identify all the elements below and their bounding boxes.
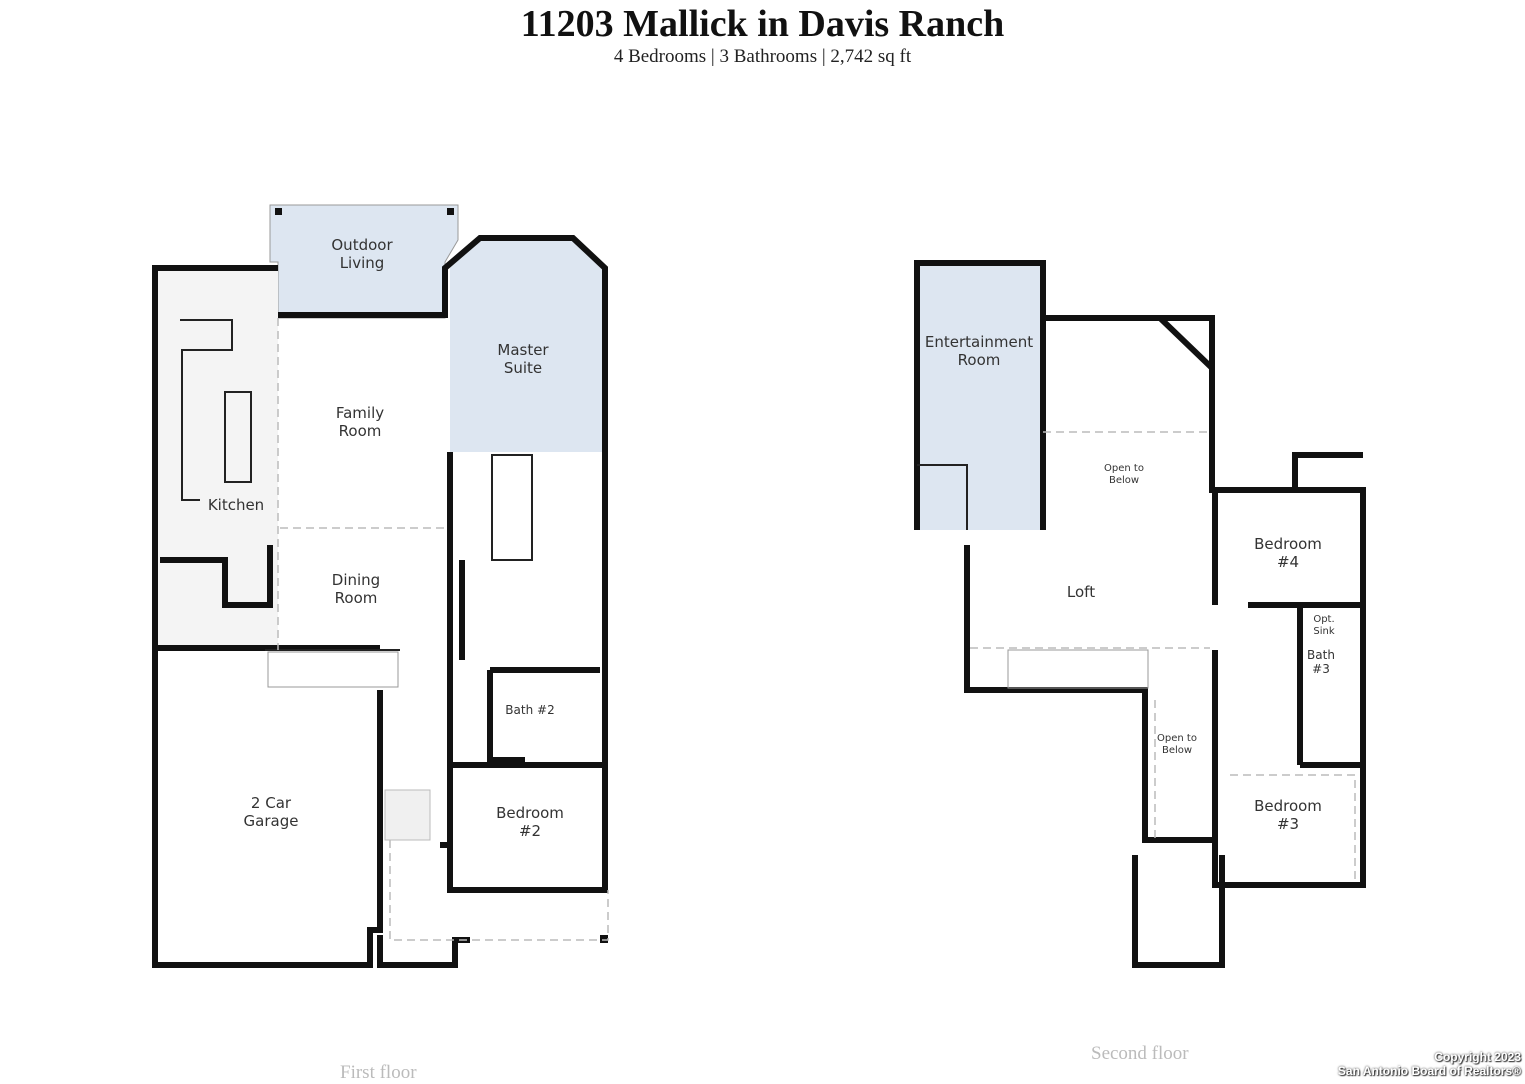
room-label-loft: Loft: [1067, 583, 1095, 601]
room-label-bath3: Bath#3: [1307, 648, 1335, 676]
stairs-1: [267, 651, 399, 688]
room-label-opt-sink: Opt.Sink: [1313, 614, 1334, 637]
master-suite-area: [450, 238, 603, 452]
entertainment-room-area: [917, 263, 1043, 530]
room-label-bedroom4: Bedroom#4: [1254, 535, 1322, 571]
first-floor-label: First floor: [340, 1062, 417, 1083]
copyright-line-2: San Antonio Board of Realtors®: [1337, 1064, 1521, 1078]
kitchen-tile: [158, 265, 278, 650]
room-label-bath2: Bath #2: [505, 703, 554, 717]
room-label-bedroom3: Bedroom#3: [1254, 797, 1322, 833]
page-title: 11203 Mallick in Davis Ranch: [520, 3, 1005, 45]
page-subtitle: 4 Bedrooms | 3 Bathrooms | 2,742 sq ft: [613, 46, 912, 67]
copyright-line-1: Copyright 2023: [1434, 1050, 1521, 1064]
room-label-kitchen: Kitchen: [208, 496, 264, 514]
room-label-bedroom2: Bedroom#2: [496, 804, 564, 840]
second-floor-label: Second floor: [1091, 1043, 1189, 1064]
